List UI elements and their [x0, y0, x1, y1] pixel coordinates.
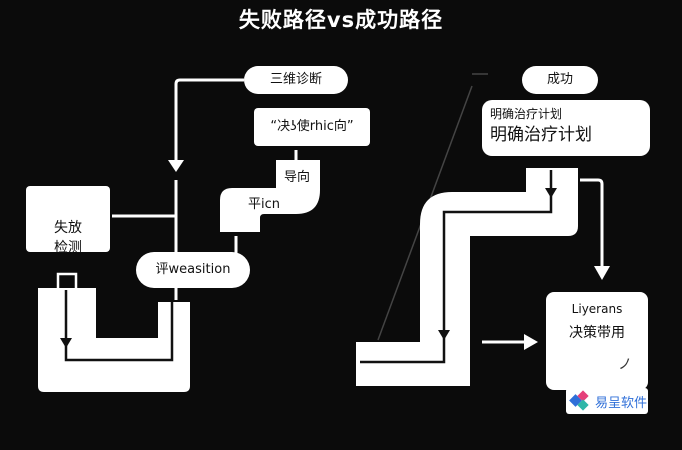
decision-box: Liyerans 决策带用 ノ: [546, 292, 648, 390]
diagnosis-pill: 三维诊断: [244, 66, 348, 94]
diagnosis-bracket-line: [174, 78, 244, 160]
into-decision-arrowhead: [524, 334, 538, 350]
watermark-logo: 易呈软件: [566, 388, 648, 414]
diagnosis-arrowhead: [168, 160, 184, 172]
success-zig-pipe: [356, 168, 578, 386]
garbled-box-label: “决ʖ使rhic向”: [270, 119, 354, 134]
decision-en-label: Liyerans: [571, 302, 623, 316]
diagram-title: 失败路径vs成功路径: [238, 8, 444, 32]
diagnosis-label: 三维诊断: [269, 72, 322, 87]
zig-arrowhead-top: [545, 188, 557, 198]
brand-mark-icon: [569, 390, 589, 411]
u-inner-path: [64, 290, 174, 362]
decision-cn-label: 决策带用: [569, 325, 625, 341]
plan-to-decision-arrowhead: [594, 266, 610, 280]
plan-to-decision-line: [580, 178, 604, 268]
guide-pipe: [220, 160, 320, 232]
guide-label: 导向: [283, 170, 310, 185]
plan-small-label: 明确治疗计划: [490, 107, 563, 121]
watermark-text: 易呈软件: [595, 395, 648, 411]
pipe-label: 平icn: [248, 197, 280, 212]
garbled-box: “决ʖ使rhic向”: [254, 108, 370, 146]
zig-arrowhead-bottom: [438, 330, 450, 340]
evaluation-label: 评weasition: [155, 262, 231, 277]
success-label: 成功: [546, 72, 573, 87]
evaluation-pill: 评weasition: [136, 252, 250, 288]
failure-u-pipe: [38, 288, 190, 392]
failure-detect-box: 失放 检测: [26, 186, 110, 256]
check-mark-icon: ノ: [618, 357, 632, 373]
success-pill: 成功: [522, 66, 598, 94]
small-bracket: [56, 272, 78, 288]
failure-detect-label: 失放 检测: [54, 220, 82, 256]
treatment-plan-box: 明确治疗计划 明确治疗计划: [482, 100, 650, 156]
plan-large-label: 明确治疗计划: [490, 125, 592, 145]
u-arrowhead: [60, 338, 72, 348]
